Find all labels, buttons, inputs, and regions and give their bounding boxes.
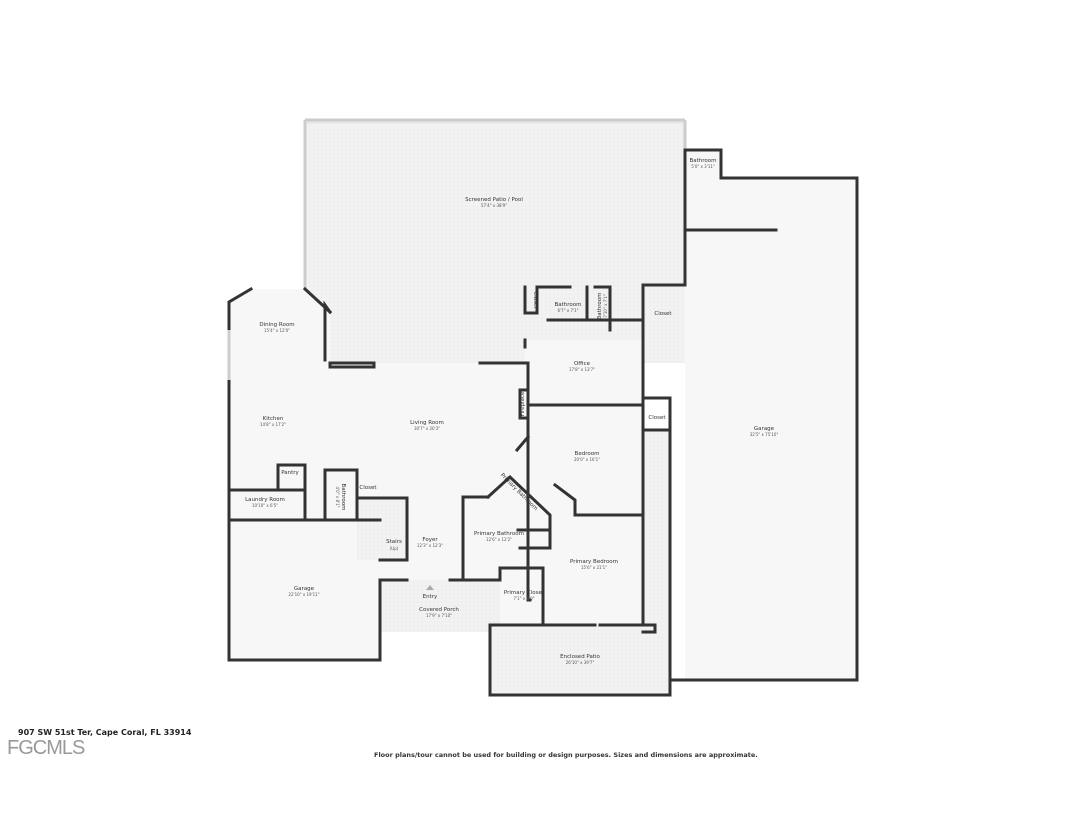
room-closet3-name: Closet [648, 415, 666, 421]
room-office-name: Office [574, 361, 591, 367]
disclaimer: Floor plans/tour cannot be used for buil… [374, 751, 758, 759]
room-enclosed-patio-name: Enclosed Patio [560, 654, 600, 660]
room-porch-dim: 17'9" x 7'10" [426, 613, 452, 618]
room-closet4-name: Closet [359, 485, 377, 491]
room-stairs-name: Stairs [386, 539, 402, 545]
room-foyer-name: Foyer [422, 537, 438, 543]
room-primary-bath-name: Primary Bathroom [474, 531, 524, 537]
room-primary-bath-dim: 12'6" x 12'2" [486, 537, 512, 542]
room-enclosed-patio-dim: 26'10" x 39'7" [566, 660, 595, 665]
room-bath1-name: Bathroom [554, 302, 581, 308]
property-address: 907 SW 51st Ter, Cape Coral, FL 33914 [18, 728, 192, 737]
room-laundry-dim: 10'10" x 6'5" [252, 503, 278, 508]
room-bath-top-dim: 5'0" x 3'11" [691, 164, 715, 169]
room-bedroom-name: Bedroom [575, 451, 600, 457]
floor-fills [229, 120, 857, 695]
room-bath2-name: Bathroom [597, 292, 603, 319]
room-primary-bed-dim: 15'6" x 21'1" [581, 565, 607, 570]
room-fireplace-name: Fireplace [520, 391, 526, 416]
room-bath2-dim: 7'10" x 7'1" [603, 294, 608, 318]
room-stairs-sub: (Up) [390, 546, 399, 551]
room-laundry-name: Laundry Room [245, 497, 285, 503]
room-dining-dim: 15'4" x 12'0" [264, 328, 290, 333]
room-bedroom-dim: 20'0" x 16'1" [574, 457, 600, 462]
room-primary-closet-name: Primary Closet [504, 590, 545, 596]
room-patio-name: Screened Patio / Pool [465, 197, 523, 203]
room-bath3-dim: 4'0" x 8'1" [335, 487, 340, 508]
room-kitchen-name: Kitchen [263, 416, 284, 422]
room-porch-name: Covered Porch [419, 607, 459, 613]
room-garage-big-dim: 32'5" x 75'10" [750, 432, 779, 437]
room-garage-small-dim: 22'10" x 19'11" [288, 592, 319, 597]
room-closet1-name: Closet [532, 291, 538, 309]
room-living-name: Living Room [410, 420, 444, 426]
room-bath-top-name: Bathroom [689, 158, 716, 164]
room-dining-name: Dining Room [259, 322, 294, 328]
room-bath3-name: Bathroom [340, 483, 346, 510]
room-patio-dim: 57'4" x 38'9" [481, 203, 507, 208]
room-garage-small-name: Garage [294, 586, 315, 592]
room-living-dim: 30'7" x 20'3" [414, 426, 440, 431]
room-garage-big-name: Garage [754, 426, 775, 432]
room-bath1-dim: 6'7" x 7'1" [558, 308, 579, 313]
room-entry-name: Entry [423, 594, 438, 600]
room-foyer-dim: 12'3" x 12'3" [417, 543, 443, 548]
room-pantry-name: Pantry [281, 470, 299, 476]
room-kitchen-dim: 14'8" x 17'2" [260, 422, 286, 427]
room-primary-closet-dim: 7'1" x 8'0" [514, 596, 535, 601]
mls-logo: FGCMLS [7, 737, 85, 759]
room-closet2-name: Closet [654, 311, 672, 317]
room-primary-bed-name: Primary Bedroom [570, 559, 618, 565]
room-office-dim: 17'8" x 13'7" [569, 367, 595, 372]
entry-arrow-icon [426, 585, 434, 590]
walls [227, 118, 859, 697]
